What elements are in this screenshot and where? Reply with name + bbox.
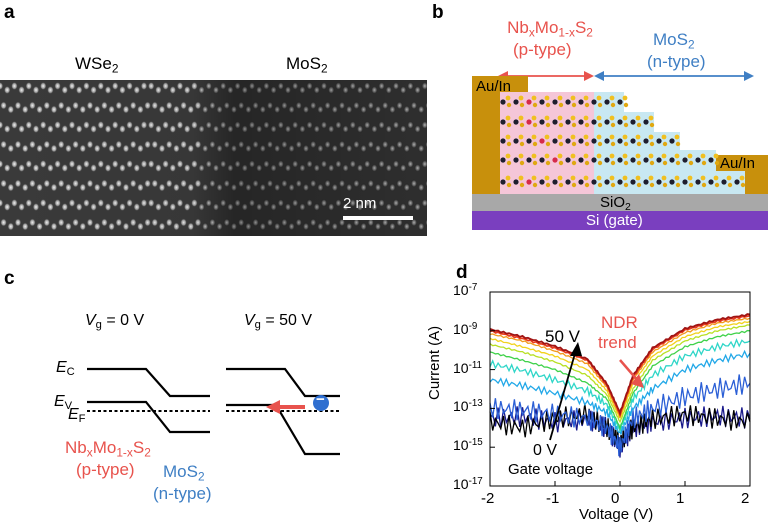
iv-series-line <box>489 405 751 458</box>
label-mos2: MoS2 <box>286 54 328 76</box>
label-ef: EF <box>68 406 86 425</box>
annotation-gate-voltage: Gate voltage <box>508 461 594 478</box>
iv-series-line <box>489 338 751 433</box>
label-ec: EC <box>56 359 75 378</box>
label-ev: EV <box>54 393 73 412</box>
panel-letter-c: c <box>4 268 15 289</box>
label-p-type: (p-type) <box>513 40 572 59</box>
label-contact-left: Au/In <box>476 78 512 95</box>
x-tick-label: 0 <box>611 490 620 507</box>
gate-arrow <box>549 349 577 441</box>
y-tick-label: 10-7 <box>453 282 478 298</box>
annotation-trend: trend <box>598 333 637 352</box>
x-axis-label: Voltage (V) <box>579 506 654 523</box>
panel-letter-a: a <box>4 2 15 23</box>
x-tick-label: -1 <box>546 490 560 507</box>
x-tick-label: 1 <box>676 490 685 507</box>
label-gate: Si (gate) <box>586 212 643 229</box>
stem-lattice <box>0 80 427 236</box>
iv-series-line <box>489 324 751 424</box>
label-b-mos2: MoS2 <box>653 30 695 52</box>
panel-letter-d: d <box>456 262 468 283</box>
y-tick-label: 10-11 <box>453 359 483 376</box>
scale-bar <box>343 216 413 220</box>
y-tick-label: 10-15 <box>453 437 483 454</box>
iv-series-line <box>489 374 751 457</box>
label-nbmos2: NbxMo1-xS2 <box>507 18 593 40</box>
y-tick-label: 10-9 <box>453 320 478 337</box>
annotation-0v: 0 V <box>533 442 558 459</box>
y-tick-label: 10-17 <box>453 476 483 492</box>
label-n-type: (n-type) <box>647 52 706 71</box>
label-c-n-type: (n-type) <box>153 484 212 503</box>
label-oxide: SiO2 <box>600 194 631 213</box>
label-c-mos2: MoS2 <box>163 462 205 484</box>
x-tick-label: 2 <box>741 490 750 507</box>
label-vg50: Vg = 50 V <box>244 312 313 331</box>
label-c-p-type: (p-type) <box>76 460 135 479</box>
annotation-50v: 50 V <box>545 327 580 346</box>
stem-image: 2 nm <box>0 80 427 236</box>
annotation-ndr: NDR <box>601 313 638 332</box>
panel-letter-b: b <box>432 2 444 23</box>
y-axis-label: Current (A) <box>426 325 443 400</box>
scale-bar-label: 2 nm <box>343 195 377 212</box>
iv-series-line <box>489 329 751 431</box>
label-vg0: Vg = 0 V <box>85 312 145 331</box>
electron-sign: − <box>316 391 325 408</box>
iv-series-line <box>489 313 751 417</box>
y-tick-label: 10-13 <box>453 398 483 415</box>
label-wse2: WSe2 <box>75 54 119 76</box>
x-tick-label: -2 <box>481 490 495 507</box>
label-c-nbmos2: NbxMo1-xS2 <box>65 438 151 460</box>
label-contact-right: Au/In <box>720 155 756 172</box>
